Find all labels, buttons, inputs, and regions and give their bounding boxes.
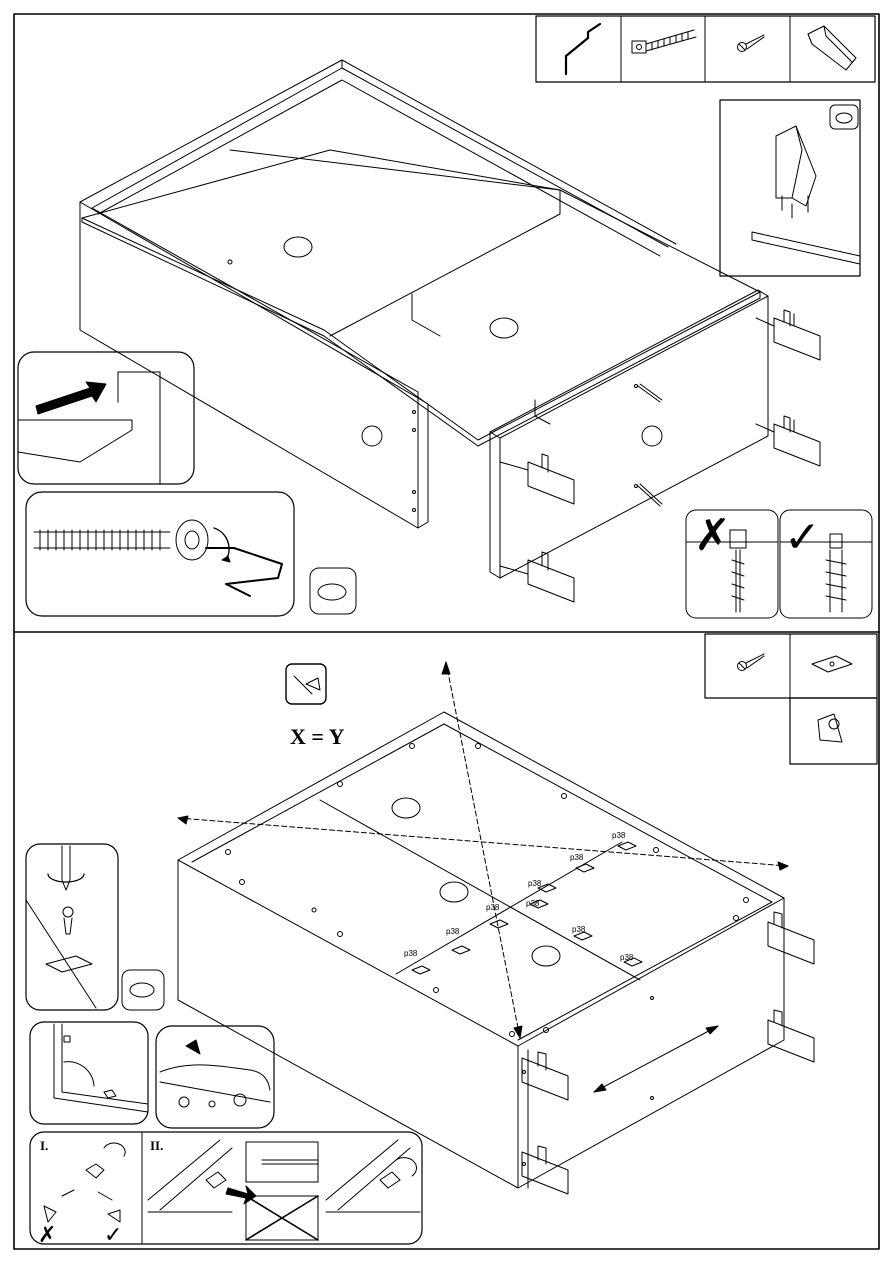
carcass-bottom: p38 p38 p38 p38 p38 p38 p38 p38 p38 (178, 712, 784, 1188)
corner-bracket-icon (522, 1052, 568, 1100)
plastic-corner-icon (818, 714, 842, 742)
hardware-legend-bottom (705, 634, 877, 764)
inset-wrong-right: ✗ ✓ (686, 510, 872, 618)
screw-label: p38 (612, 831, 626, 840)
step-bottom: X = Y (26, 634, 877, 1248)
inset-cam-screw-detail (26, 492, 356, 616)
right-mark: ✓ (784, 512, 821, 563)
corner-brackets-top (500, 310, 820, 602)
rotate-icon (830, 105, 858, 129)
inset-label-1: I. (40, 1138, 48, 1153)
screw-label: p38 (446, 927, 460, 936)
inset-steps: I. II. ✗ ✓ (30, 1132, 422, 1248)
wood-screw-icon (738, 35, 765, 52)
corner-bracket-icon (774, 310, 820, 360)
square-icon (286, 664, 326, 704)
screw-label: p38 (572, 925, 586, 934)
screw-label: p38 (526, 899, 540, 908)
inset-hand-press (156, 1026, 274, 1128)
screw-points (226, 744, 749, 1037)
corner-bracket-icon (768, 1010, 814, 1062)
screw-label: p38 (528, 879, 542, 888)
metal-plate-icon (812, 656, 852, 672)
corner-bracket-icon (522, 1146, 568, 1194)
screw-labels: p38 p38 p38 p38 p38 p38 p38 p38 p38 (404, 831, 634, 962)
dowel-screw-icon (632, 30, 696, 53)
corner-bracket-icon (808, 26, 856, 70)
carcass-top (80, 60, 768, 578)
rotate-icon (122, 970, 164, 1010)
rotate-icon (310, 568, 356, 614)
corner-bracket-icon (528, 454, 574, 504)
screw-label: p38 (486, 903, 500, 912)
wrong-mark: ✗ (694, 510, 731, 561)
hardware-legend-top (536, 16, 875, 82)
wood-screw-icon (738, 654, 765, 671)
screw-label: p38 (570, 853, 584, 862)
equation-label: X = Y (290, 724, 345, 749)
corner-bracket-icon (774, 416, 820, 466)
hex-key-icon (566, 24, 600, 74)
dowel-screw-icon (34, 520, 208, 560)
inset-label-2: II. (150, 1138, 163, 1153)
inset-screwdriver-detail (26, 844, 164, 1010)
screw-label: p38 (404, 949, 418, 958)
inset-corner-angle (30, 1022, 148, 1124)
metal-plate-icon (412, 842, 642, 974)
wrong-mark: ✗ (38, 1223, 56, 1248)
inset-push-detail (18, 352, 194, 484)
right-mark: ✓ (104, 1223, 122, 1248)
corner-bracket-icon (768, 912, 814, 964)
inset-bracket-detail (720, 100, 860, 276)
screw-label: p38 (620, 953, 634, 962)
step-top: ✗ ✓ (18, 16, 875, 618)
hex-key-icon (206, 548, 282, 596)
